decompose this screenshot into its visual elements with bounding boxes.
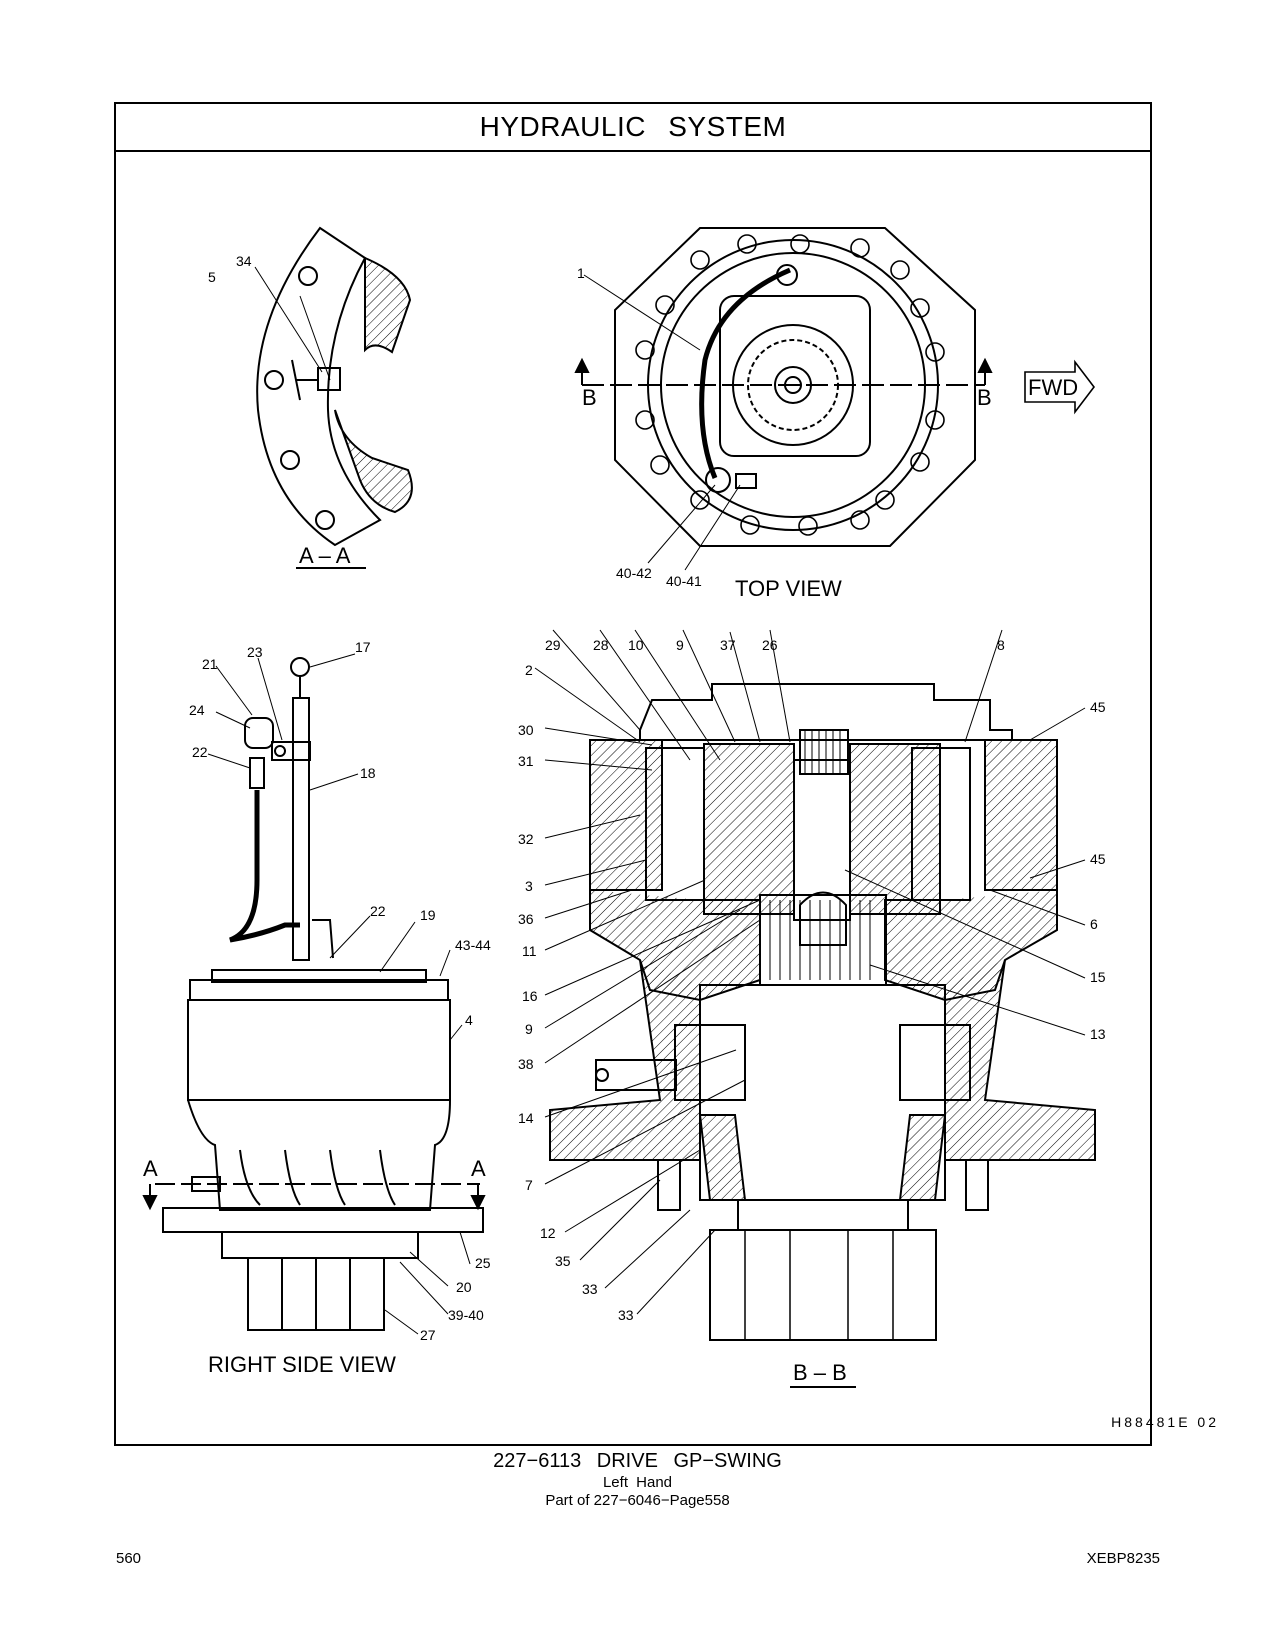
callout-1: 1 [577,265,585,281]
section-marker-b-right: B [977,385,992,410]
callout-30: 30 [518,722,534,738]
section-marker-b-left: B [582,385,597,410]
callout-13: 13 [1090,1026,1106,1042]
caption-subtitle: Left Hand [602,1474,673,1491]
callout-27: 27 [420,1327,436,1343]
callout-17: 17 [355,639,371,655]
section-aa-label: A – A [299,543,351,568]
right-side-view-drawing [142,653,486,1335]
callout-37: 37 [720,637,736,653]
callout-40-42: 40-42 [616,565,652,581]
section-marker-a-left: A [143,1156,158,1181]
callout-22-upper: 22 [192,744,208,760]
caption-part-of: Part of 227−6046−Page558 [545,1492,730,1509]
callout-25: 25 [475,1255,491,1271]
callout-23: 23 [247,644,263,660]
caption-title: 227−6113 DRIVE GP−SWING [493,1450,782,1472]
callout-34: 34 [236,253,252,269]
top-view-label: TOP VIEW [735,576,842,601]
callout-18: 18 [360,765,376,781]
illustration-id: H88481E 02 [1111,1414,1219,1430]
callout-39-40: 39-40 [448,1307,484,1323]
page-number: 560 [116,1550,142,1567]
callout-10: 10 [628,637,644,653]
callout-24: 24 [189,702,205,718]
callout-40-41: 40-41 [666,573,702,589]
section-bb-label: B – B [793,1360,847,1385]
callout-2: 2 [525,662,533,678]
callout-9-top: 9 [676,637,684,653]
callout-43-44: 43-44 [455,937,491,953]
fwd-arrow-label: FWD [1028,375,1078,400]
page-frame: HYDRAULIC SYSTEM [114,102,1152,1446]
callout-9-left: 9 [525,1021,533,1037]
callout-32: 32 [518,831,534,847]
callout-20: 20 [456,1279,472,1295]
top-view-drawing [574,227,1096,571]
callout-31: 31 [518,753,534,769]
document-code: XEBP8235 [1086,1550,1160,1567]
callout-29: 29 [545,637,561,653]
callout-7: 7 [525,1177,533,1193]
callout-3: 3 [525,878,533,894]
callout-11: 11 [522,943,537,959]
callout-26: 26 [762,637,778,653]
callout-35: 35 [555,1253,571,1269]
callout-8: 8 [997,637,1005,653]
page-title: HYDRAULIC SYSTEM [116,104,1150,152]
callout-6: 6 [1090,916,1098,932]
callout-38: 38 [518,1056,534,1072]
callout-33-lower: 33 [618,1307,634,1323]
right-side-view-label: RIGHT SIDE VIEW [208,1352,396,1377]
section-marker-a-right: A [471,1156,486,1181]
section-aa-view [254,226,413,569]
callout-15: 15 [1090,969,1106,985]
callout-22-lower: 22 [370,903,386,919]
callout-16: 16 [522,988,538,1004]
callout-5: 5 [208,269,216,285]
callout-19: 19 [420,907,436,923]
callout-4: 4 [465,1012,473,1028]
callout-28: 28 [593,637,609,653]
callout-45-lower: 45 [1090,851,1106,867]
callout-33-upper: 33 [582,1281,598,1297]
callout-45-upper: 45 [1090,699,1106,715]
callout-36: 36 [518,911,534,927]
callout-21: 21 [202,656,218,672]
callout-14: 14 [518,1110,534,1126]
callout-12: 12 [540,1225,556,1241]
section-bb-drawing [534,629,1096,1388]
